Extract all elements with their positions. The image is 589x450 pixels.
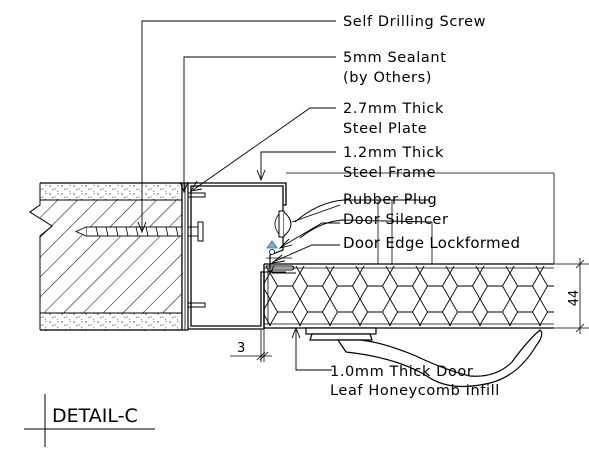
label-frame-1: 1.2mm Thick	[343, 145, 444, 161]
label-leaf-2: Leaf Honeycomb Infill	[330, 383, 500, 399]
label-self-drilling-screw: Self Drilling Screw	[343, 14, 486, 30]
detail-title	[24, 394, 155, 447]
label-plate-2: Steel Plate	[343, 121, 427, 137]
door-leaf	[263, 263, 554, 329]
label-plate-1: 2.7mm Thick	[343, 101, 444, 117]
label-door-edge: Door Edge Lockformed	[343, 234, 520, 252]
detail-title-text: DETAIL-C	[52, 405, 138, 427]
label-sealant-2: (by Others)	[343, 70, 432, 86]
label-door-silencer: Door Silencer	[343, 212, 449, 228]
label-leaf-1: 1.0mm Thick Door	[330, 364, 473, 380]
self-drilling-screw	[74, 221, 204, 242]
dim-3-value: 3	[237, 341, 245, 356]
door-silencer	[266, 240, 292, 259]
wall-section	[29, 182, 183, 331]
dimension-44	[554, 258, 589, 334]
frame-extension	[286, 172, 555, 264]
dim-44-value: 44	[567, 290, 582, 307]
leader-lines	[137, 20, 341, 371]
rubber-plug	[274, 210, 292, 238]
door-handle	[305, 327, 543, 388]
label-sealant-1: 5mm Sealant	[343, 50, 446, 66]
label-frame-2: Steel Frame	[343, 165, 436, 181]
dimension-3	[230, 330, 272, 362]
label-rubber-plug: Rubber Plug	[343, 192, 437, 208]
